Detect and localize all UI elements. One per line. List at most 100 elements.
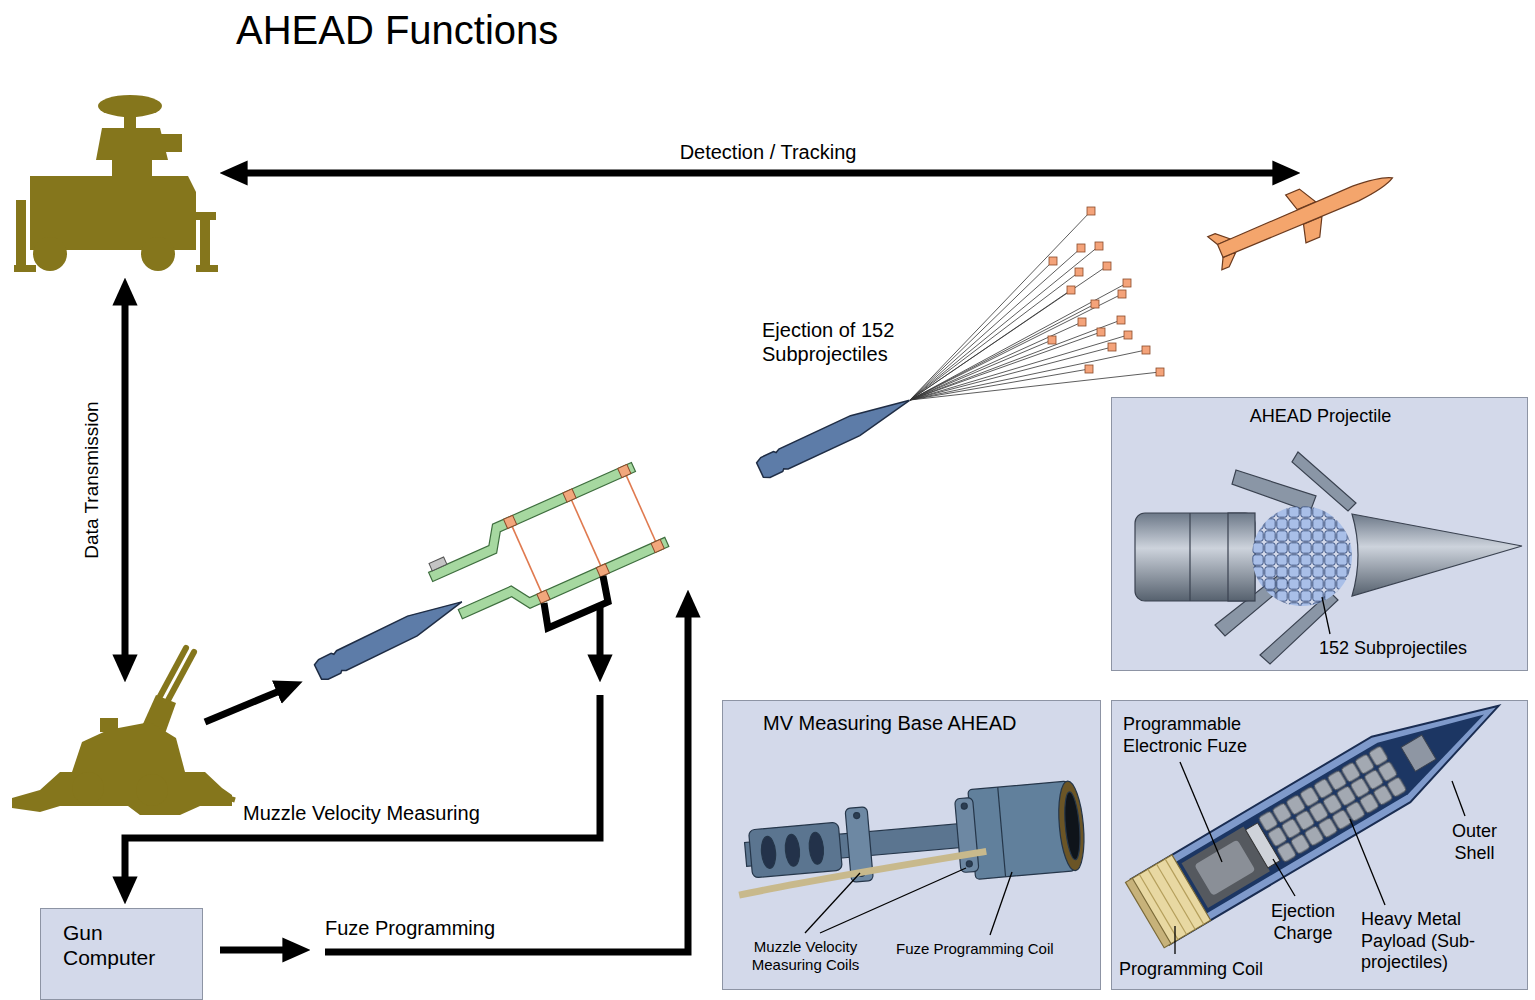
cutaway-projectile [1131,673,1518,945]
subprojectile-fan [1091,300,1099,308]
subprojectile-fan [910,246,1099,400]
flow-arrow [125,173,1278,952]
radar-vehicle [141,237,175,271]
missile [1217,171,1395,259]
subprojectile-fan [910,211,1091,400]
muzzle-base [760,836,777,869]
muzzle-base [737,851,988,895]
subprojectile-fan [910,266,1107,400]
subprojectile-fan [910,304,1095,400]
radar-vehicle [160,134,182,152]
muzzle-device [504,464,665,603]
subprojectile-fan [910,290,1071,400]
flow-arrow [325,612,688,952]
cutaway-projectile [1194,839,1255,895]
leader-line [1273,859,1295,896]
muzzle-base [961,803,968,810]
radar-vehicle [190,212,216,220]
muzzle-device [510,522,543,597]
subprojectile-fan [1124,331,1132,339]
callout-label: Heavy Metal Payload (Sub- projectiles) [1361,909,1491,974]
arrow-label: Data Transmission [81,401,104,558]
muzzle-base [784,834,801,867]
muzzle-device [651,539,664,552]
subprojectile-fan [910,335,1128,400]
muzzle-device [429,557,447,571]
flow-arrow [242,170,1278,177]
flow-arrow [122,300,129,660]
subprojectile-fan [1117,316,1125,324]
leader-line [1322,597,1330,634]
exploded-projectile [1189,513,1190,601]
muzzle-base [808,832,825,865]
exploded-projectile [1252,506,1352,606]
muzzle-device [569,495,602,570]
subprojectile-fan [910,369,1089,400]
subprojectile-fan [1049,257,1057,265]
projectile [755,390,914,480]
exploded-projectile [1292,452,1356,511]
muzzle-device [624,471,657,546]
annotation: Ejection of 152 Subprojectiles [762,318,927,366]
subprojectile-fan [1118,290,1126,298]
cutaway-projectile [1401,735,1436,771]
exploded-projectile [1232,470,1316,512]
subprojectile-fan [1097,328,1105,336]
subprojectile-fan [1123,279,1131,287]
muzzle-base [966,861,973,868]
leader-line [820,868,966,933]
subprojectile-fan [1085,365,1093,373]
subprojectile-fan [910,340,1052,400]
panel-ground [1111,397,1528,671]
subprojectile-fan [910,211,1160,400]
cutaway-projectile [1139,859,1204,940]
subprojectile-fan [1075,268,1083,276]
muzzle-base [1056,780,1088,872]
gun-system [166,652,194,704]
muzzle-base [998,787,1006,877]
muzzle-device [596,564,609,577]
panel-ground [722,700,1101,990]
radar-vehicle [14,265,36,272]
subprojectile-fan [1156,368,1164,376]
cutaway-projectile [1125,878,1171,947]
subprojectile-fan [1108,343,1116,351]
radar-vehicle [14,95,218,272]
inset-panel: MV Measuring Base AHEADMuzzle Velocity M… [722,700,1101,990]
gun-system [72,772,104,804]
exploded-projectile [1135,452,1522,664]
muzzle-base [853,812,860,819]
radar-vehicle [96,128,168,160]
subprojectile-fan [910,322,1082,400]
subprojectile-fan [1095,242,1103,250]
callout-label: Programmable Electronic Fuze [1123,714,1273,757]
subprojectile-fan [910,207,1164,400]
leader-line [805,873,860,933]
subprojectile-fan [910,350,1146,400]
subprojectile-fan [910,294,1122,400]
projectile [313,592,466,682]
leader-line [990,872,1012,935]
gun-system [136,774,168,806]
cutaway-projectile [1156,864,1195,929]
muzzle-device [618,464,631,477]
computer-box: Gun Computer [40,908,203,1000]
leader-line [1174,926,1175,954]
flow-arrow [597,606,604,660]
subprojectile-fan [910,283,1127,400]
subprojectile-fan [1078,318,1086,326]
muzzle-base [955,797,979,872]
gun-system [12,772,232,815]
subprojectile-fan [1103,262,1111,270]
exploded-projectile [1352,514,1522,596]
radar-vehicle [33,237,67,271]
cutaway-projectile [1257,744,1408,864]
callout-label: Outer Shell [1437,821,1512,864]
gun-system [72,722,185,772]
flow-arrow [205,690,282,722]
muzzle-device [421,462,669,640]
subprojectile-fan [910,272,1079,400]
radar-vehicle [16,200,26,270]
leader-line [1452,781,1465,816]
